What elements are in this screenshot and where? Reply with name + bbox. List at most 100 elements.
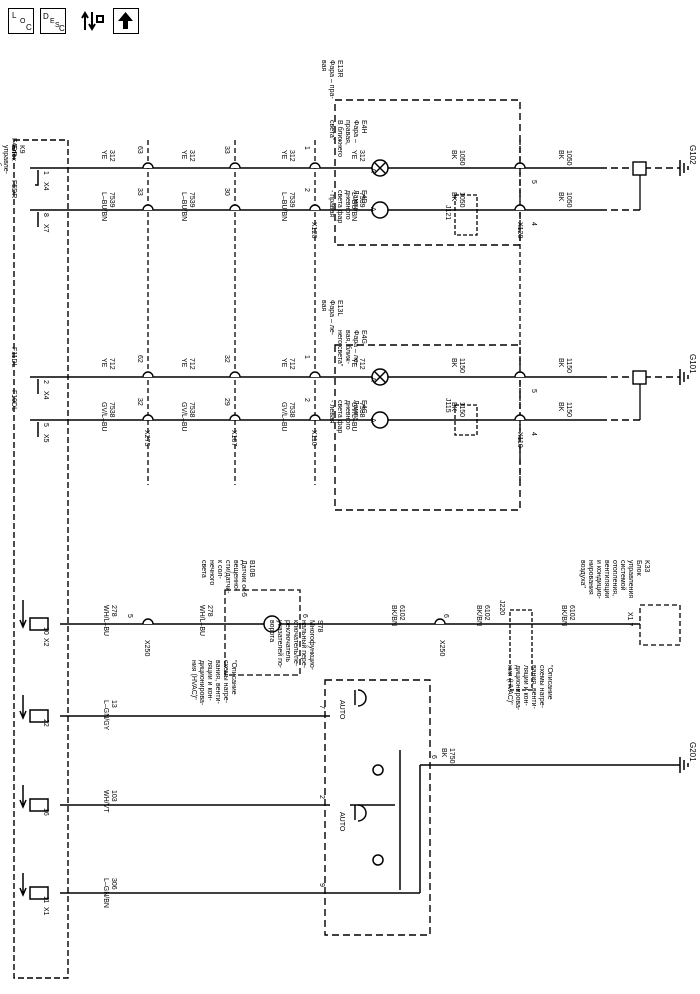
- inline-connector: [229, 371, 241, 378]
- wire-label: 312YE: [350, 150, 365, 162]
- wire-label: 712YE: [100, 358, 115, 370]
- inline-pin: 6: [430, 755, 437, 759]
- inline-pin: 2: [303, 188, 310, 192]
- b10b-label: B10BДатчик ос-вещенно-сти/датчи-к сол-не…: [200, 560, 255, 595]
- k33-label: K33Блокуправлениясистемойотопления,венти…: [579, 560, 650, 600]
- k9-connector: X1: [42, 907, 49, 916]
- inline-connector: [229, 414, 241, 421]
- connector-id: X250: [143, 640, 150, 656]
- wire-label: 712YE: [180, 358, 195, 370]
- inline-connector: [142, 204, 154, 211]
- inline-pin: 2: [303, 398, 310, 402]
- k9-connector: X4: [42, 391, 49, 400]
- wire-label: 7538GV/L–BU: [280, 402, 295, 432]
- connector-id: X120: [310, 222, 317, 238]
- wire-label: 1050BK: [557, 150, 572, 166]
- k9-pin-number: 22: [42, 719, 49, 727]
- inline-pin: 6: [301, 614, 308, 618]
- wire-label: 13L–GN/GY: [102, 700, 117, 731]
- connector-id: X107: [230, 430, 237, 446]
- inline-pin: 32: [136, 398, 143, 406]
- inline-pin: 9: [318, 883, 325, 887]
- connector-tools-icon[interactable]: [80, 8, 106, 34]
- inline-pin: 2: [318, 795, 325, 799]
- k9-connector: X2: [42, 638, 49, 647]
- inline-connector: [434, 618, 446, 625]
- wire-label: 7538GV/L–BU: [180, 402, 195, 432]
- k9-pin-name: F4DR: [10, 138, 17, 156]
- e13r-label: E13RФара – пра-вая: [320, 60, 343, 99]
- inline-pin: 7: [318, 705, 325, 709]
- inline-connector: [514, 414, 526, 421]
- wire-label: 278WH/L–BU: [198, 605, 213, 636]
- inline-pin: 5: [530, 180, 537, 184]
- k9-pin-number: 2: [42, 380, 49, 384]
- inline-pin: 29: [223, 398, 230, 406]
- inline-pin: 63: [136, 146, 143, 154]
- wire-label: 278WH/L–BU: [102, 605, 117, 636]
- connector-id: X110: [310, 430, 317, 446]
- wire-label: 7538GV/L–BU: [100, 402, 115, 432]
- k9-pin-number: 5: [42, 423, 49, 427]
- k9-pin-name: F11DL: [10, 347, 17, 368]
- wire-label: 1150BK: [450, 358, 465, 373]
- splice-label: J115: [444, 398, 451, 413]
- k9-pin-name: F10DL: [10, 390, 17, 411]
- wire-label: 312YE: [180, 150, 195, 162]
- wire-label: 306L–GN/BN: [102, 878, 117, 908]
- inline-pin: 4: [530, 222, 537, 226]
- wire-label: 1150BK: [450, 402, 465, 417]
- inline-pin: 33: [136, 188, 143, 196]
- inline-connector: [309, 371, 321, 378]
- e4h-label: E4HФара –правая,В ближнегосвета": [328, 120, 367, 157]
- inline-connector: [142, 618, 154, 625]
- wire-label: 6102BK/BN: [475, 605, 490, 626]
- inline-connector: [229, 204, 241, 211]
- k33-note: "Описаниесхемы нагре-вания, венти-ляции …: [506, 665, 553, 711]
- e4g-label: E4GФара – ле-вая, ближ-него света": [336, 330, 367, 367]
- inline-pin: 4: [530, 432, 537, 436]
- wire-label: 7539L–BU/BN: [280, 192, 295, 221]
- inline-connector: [142, 414, 154, 421]
- pin-a: A: [369, 418, 376, 423]
- k9-module-label: K9Блокуправле-ния обо-рудова-нием ку-зов…: [0, 145, 25, 175]
- inline-pin: 30: [223, 188, 230, 196]
- inline-connector: [514, 204, 526, 211]
- connector-id: X120: [516, 222, 523, 238]
- e4c-label: E4CЛампадневногосвета фар- левая: [328, 400, 367, 433]
- wire-label: 7539L–BU/BN: [180, 192, 195, 221]
- inline-pin: 5: [126, 614, 133, 618]
- inline-connector: [309, 162, 321, 169]
- e13l-label: E13LФара – ле-вая: [320, 300, 343, 336]
- wire-label: 1750BK: [440, 748, 455, 764]
- up-arrow-button[interactable]: [113, 8, 139, 34]
- connector-id: X250: [438, 640, 445, 656]
- connector-id: X110: [516, 432, 523, 448]
- k9-module-box: [13, 139, 69, 979]
- k9-pin-number: 11: [42, 896, 49, 903]
- inline-pin: 6: [442, 614, 449, 618]
- splice-label: J121: [444, 205, 451, 220]
- wire-label: 103WH/VT: [102, 790, 117, 813]
- inline-pin: 5: [530, 389, 537, 393]
- inline-connector: [142, 371, 154, 378]
- k9-pin-name: F5DR: [10, 180, 17, 198]
- wire-label: 1150BK: [557, 358, 572, 373]
- inline-connector: [229, 162, 241, 169]
- wire-label: 712YE: [350, 358, 365, 370]
- k9-pin-number: 16: [42, 808, 49, 816]
- inline-pin: 5: [240, 593, 247, 597]
- inline-connector: [514, 371, 526, 378]
- inline-pin: 1: [303, 355, 310, 359]
- wire-label: 7539L–BU/BN: [350, 192, 365, 221]
- inline-connector: [309, 414, 321, 421]
- auto-label: AUTO: [338, 700, 345, 720]
- wire-label: 6102BK/BN: [390, 605, 405, 626]
- wire-label: 312YE: [280, 150, 295, 162]
- pin-a: A: [369, 377, 376, 382]
- inline-connector: [514, 162, 526, 169]
- connector-id: X1 7: [626, 612, 633, 627]
- pin-a: A: [369, 207, 376, 212]
